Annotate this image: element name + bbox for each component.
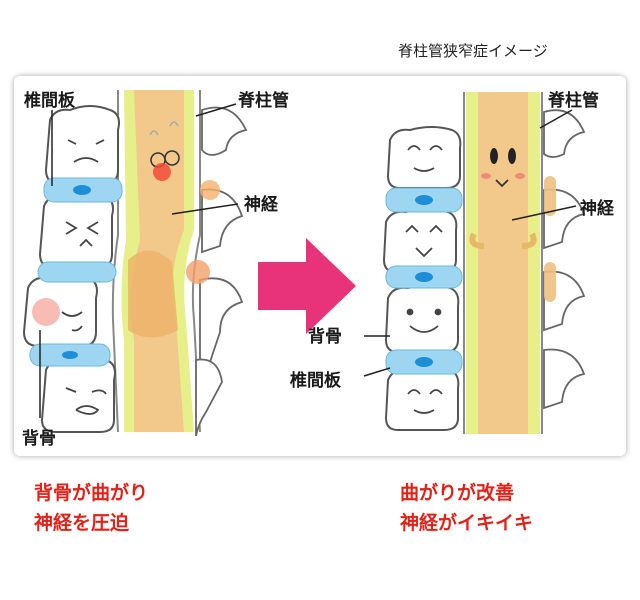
after-label-disc: 椎間板 [290,371,341,391]
before-spine [22,90,248,437]
before-caption-line-1: 背骨が曲がり [34,482,149,504]
before-caption: 背骨が曲がり 神経を圧迫 [34,478,148,538]
right-arrow [258,238,356,334]
after-caption-line-2: 神経がイキイキ [400,512,534,534]
before-caption-line-2: 神経を圧迫 [34,512,130,534]
after-caption-line-1: 曲がりが改善 [400,482,515,504]
before-label-nerve: 神経 [244,195,278,215]
after-caption: 曲がりが改善 神経がイキイキ [400,478,533,538]
after-spine [363,92,586,434]
before-label-disc: 椎間板 [24,91,75,111]
after-label-nerve: 神経 [580,199,614,219]
after-label-canal: 脊柱管 [548,91,599,111]
after-label-bone: 背骨 [308,327,342,347]
before-label-canal: 脊柱管 [238,91,289,111]
before-label-bone: 背骨 [22,429,56,449]
page-title: 脊柱管狭窄症イメージ [398,42,548,60]
